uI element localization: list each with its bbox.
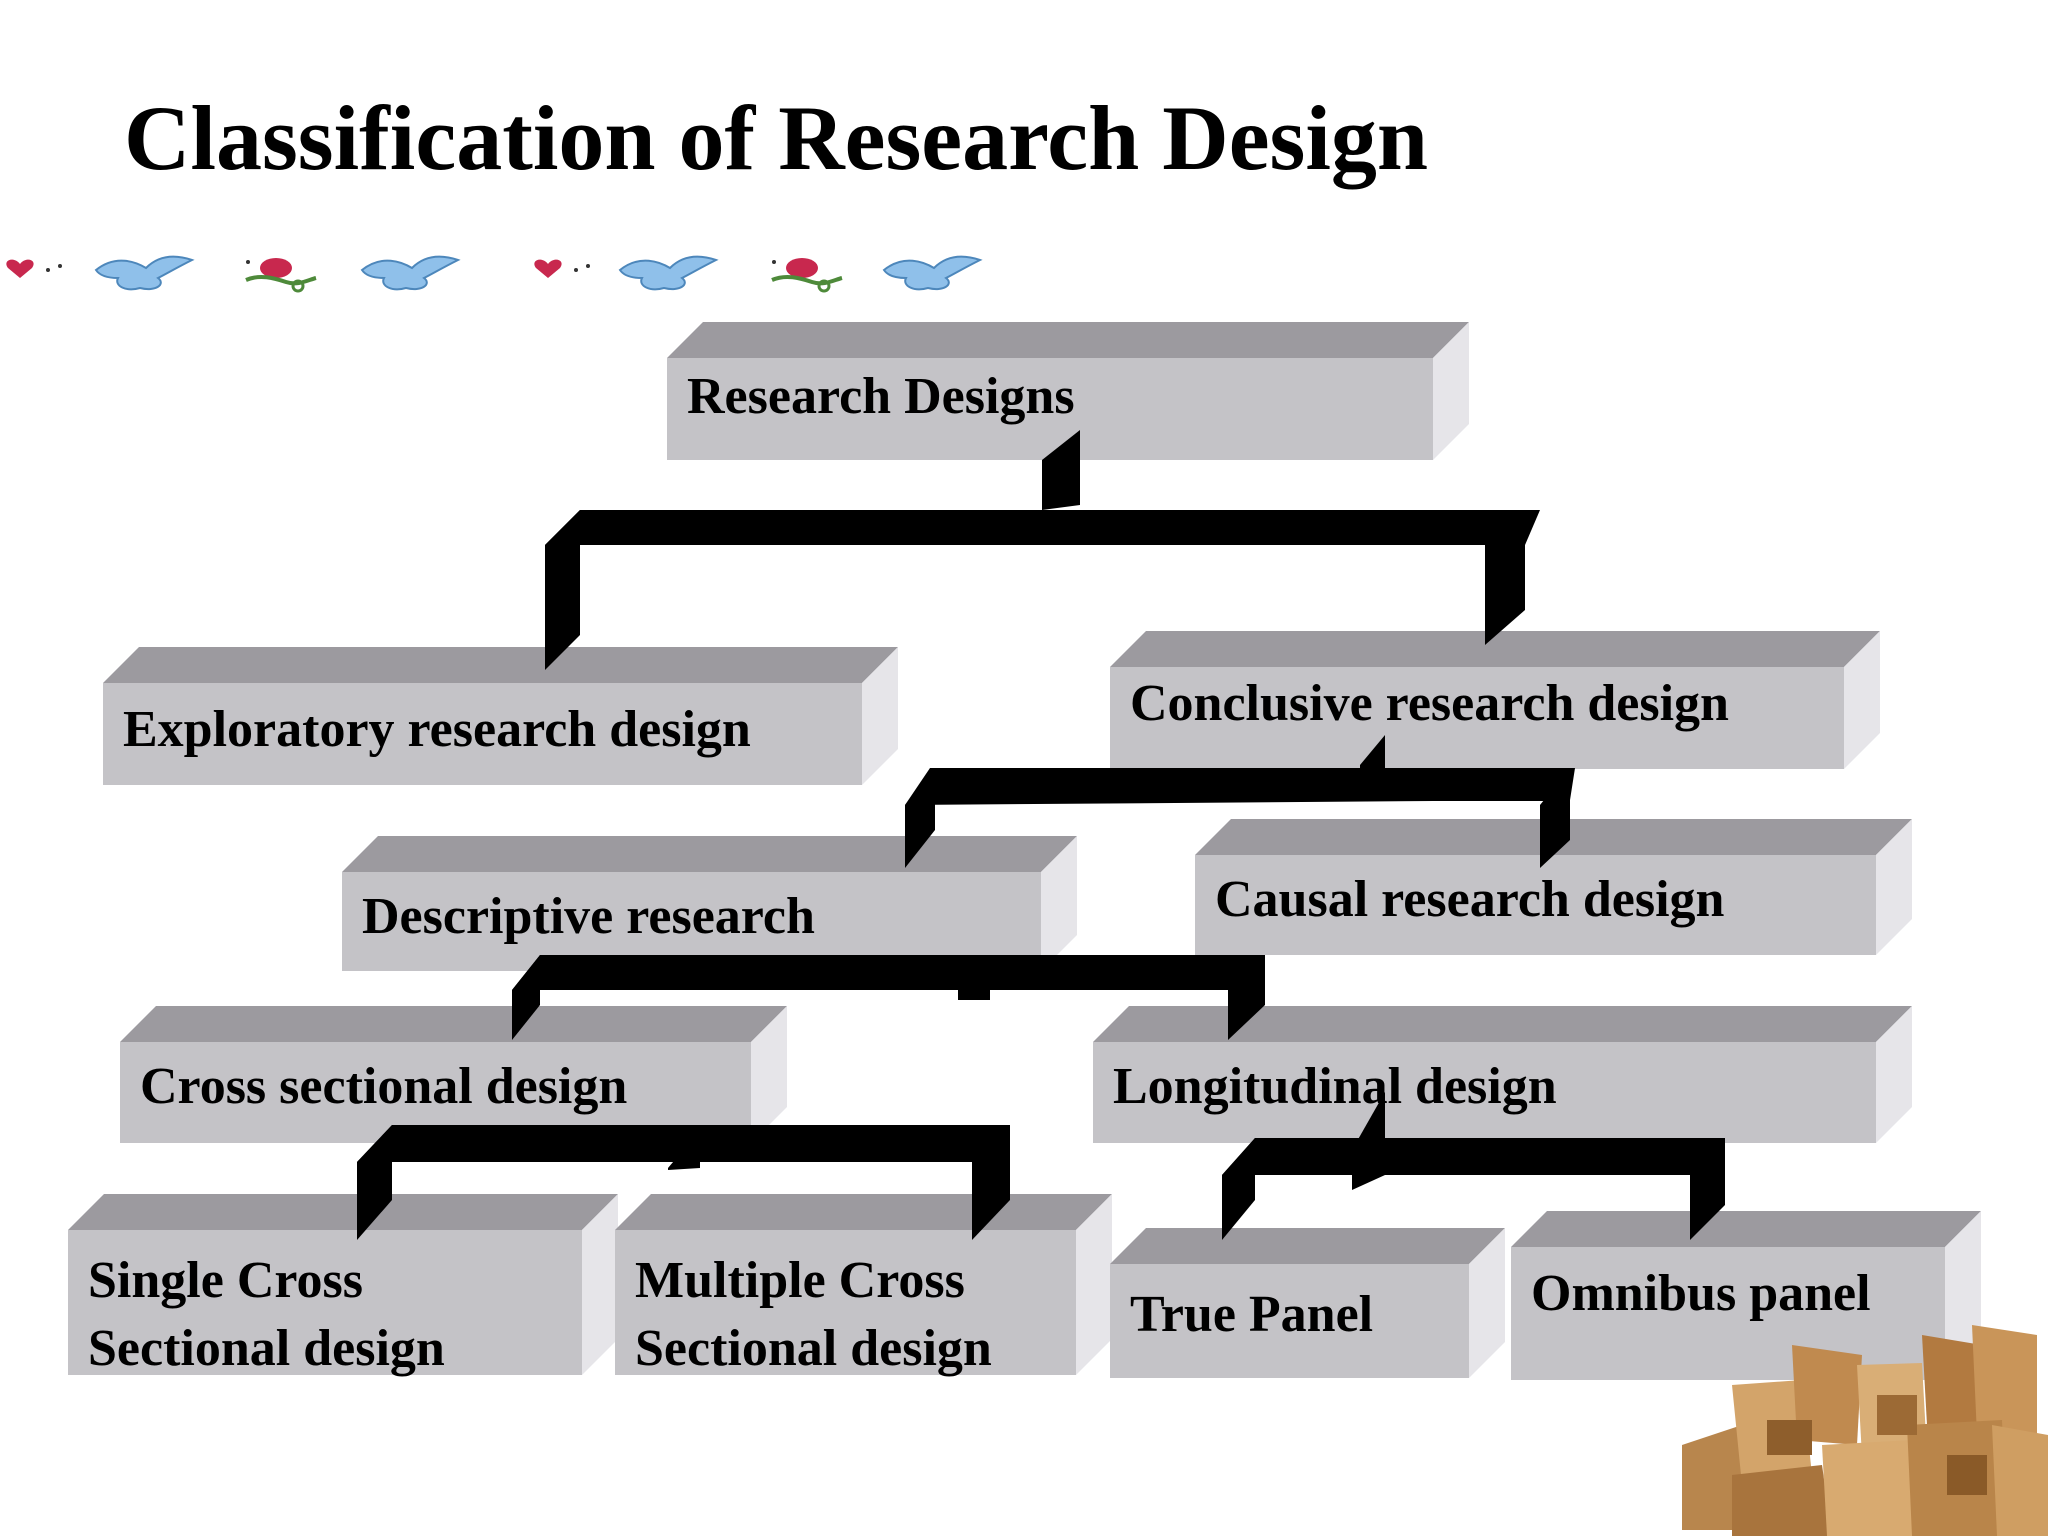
node-causal: Causal research design: [1195, 819, 1912, 955]
node-label: Conclusive research design: [1130, 675, 1729, 732]
node-label: Sectional design: [635, 1320, 992, 1377]
connector-longitudinal: [1222, 1092, 1725, 1240]
decorative-border: [6, 255, 983, 293]
bird-icon: [360, 255, 461, 291]
node-exploratory: Exploratory research design: [103, 647, 898, 785]
rose-icon: [245, 258, 317, 293]
node-label: Longitudinal design: [1113, 1058, 1557, 1115]
node-multiple-cross-sectional: Multiple Cross Sectional design: [615, 1194, 1112, 1377]
heart-icon: [534, 259, 590, 278]
node-label: Single Cross: [88, 1252, 363, 1309]
node-single-cross-sectional: Single Cross Sectional design: [68, 1194, 618, 1377]
wooden-blocks-icon: [1682, 1325, 2048, 1536]
heart-icon: [6, 259, 62, 278]
rose-icon: [771, 258, 843, 293]
bird-icon: [882, 255, 983, 291]
node-label: Cross sectional design: [140, 1058, 628, 1115]
node-label: Descriptive research: [362, 888, 815, 945]
connector-descriptive: [512, 955, 1265, 1040]
slide-title: Classification of Research Design: [124, 87, 1429, 189]
bird-icon: [618, 255, 719, 291]
connector-conclusive: [905, 735, 1575, 868]
connector-cross-sectional: [357, 1125, 1010, 1240]
node-label: Sectional design: [88, 1320, 445, 1377]
node-omnibus-panel: Omnibus panel: [1511, 1211, 1981, 1380]
bird-icon: [94, 255, 195, 291]
node-true-panel: True Panel: [1110, 1228, 1505, 1378]
node-label: True Panel: [1130, 1286, 1374, 1343]
node-conclusive: Conclusive research design: [1110, 631, 1880, 769]
connector-root: [545, 430, 1540, 670]
node-descriptive: Descriptive research: [342, 836, 1077, 971]
node-research-designs: Research Designs: [667, 322, 1469, 460]
node-label: Research Designs: [687, 368, 1075, 425]
node-label: Multiple Cross: [635, 1252, 965, 1309]
node-label: Exploratory research design: [123, 701, 751, 758]
node-label: Causal research design: [1215, 871, 1725, 928]
node-label: Omnibus panel: [1531, 1265, 1871, 1322]
